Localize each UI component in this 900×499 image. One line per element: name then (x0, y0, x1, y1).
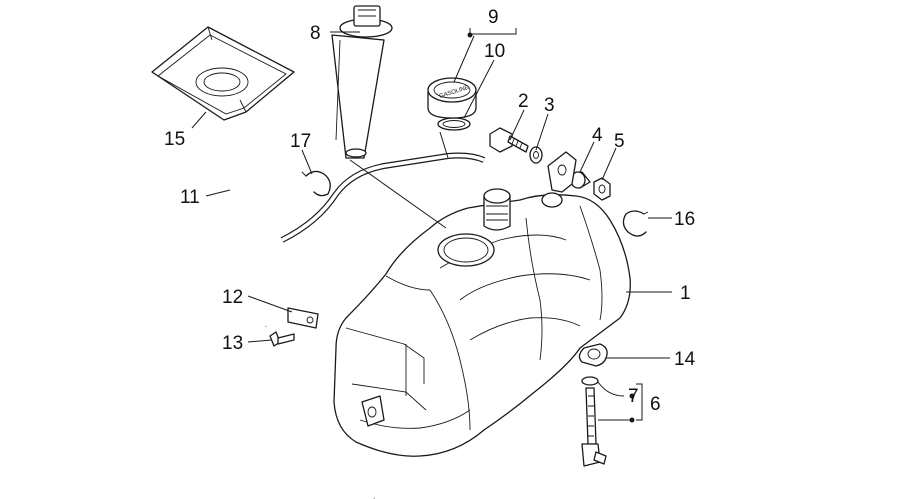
leader-4 (579, 141, 595, 173)
leader-9-to-cap (453, 35, 475, 83)
callout-2: 2 (518, 91, 529, 112)
callout-4: 4 (592, 125, 603, 146)
leader-15 (191, 111, 207, 129)
callout-11: 11 (180, 187, 200, 208)
callout-17: 17 (290, 131, 311, 152)
part-15-tray (151, 26, 295, 121)
callout-8: 8 (310, 23, 321, 44)
part-13-screw (269, 331, 295, 347)
filler-neck (483, 188, 511, 231)
leader-6 (636, 383, 643, 421)
vent-tube (280, 152, 486, 243)
leader-11 (205, 189, 231, 197)
callout-13: 13 (222, 333, 243, 354)
callout-12: 12 (222, 287, 243, 308)
part-5-nut (593, 177, 611, 201)
leader-lines (191, 28, 672, 423)
part-4-spacer (570, 171, 591, 189)
leader-17 (301, 149, 313, 175)
callout-14: 14 (674, 349, 696, 370)
part-1-fuel-tank (333, 192, 631, 457)
leader-3 (535, 113, 549, 151)
leader-5 (601, 147, 617, 181)
leader-10-tank (439, 131, 449, 159)
callout-3: 3 (544, 95, 555, 116)
leader-7 (597, 381, 625, 397)
leader-sender-tank (349, 159, 447, 229)
part-2-bolt (489, 127, 529, 153)
part-17-clamp (301, 170, 331, 197)
leader-13 (247, 339, 273, 343)
leader-2 (509, 109, 525, 141)
part-16-clamp (622, 210, 649, 237)
callout-15: 15 (164, 129, 185, 150)
part-7-o-ring (581, 376, 599, 386)
leader-10 (463, 59, 495, 119)
part-14-clamp (578, 343, 608, 367)
callout-7: 7 (628, 386, 639, 407)
callout-6: 6 (650, 394, 661, 415)
callout-5: 5 (614, 131, 625, 152)
callout-16: 16 (674, 209, 695, 230)
part-10-gasket (437, 117, 471, 131)
callout-10: 10 (484, 41, 505, 62)
part-3-washer (529, 146, 543, 164)
leader-9 (469, 28, 517, 35)
callouts: 1 2 3 4 5 6 7 8 9 10 11 12 13 14 15 16 1… (164, 7, 696, 415)
mounting-bracket (547, 151, 577, 193)
callout-9: 9 (488, 7, 499, 28)
part-8-fuel-sender (331, 5, 393, 159)
part-9-fuel-cap: GASOLINE (427, 77, 477, 119)
part-12-clip (287, 307, 319, 329)
leader-12 (247, 295, 293, 313)
part-6-fuel-tap (581, 387, 607, 467)
callout-1: 1 (680, 283, 691, 304)
